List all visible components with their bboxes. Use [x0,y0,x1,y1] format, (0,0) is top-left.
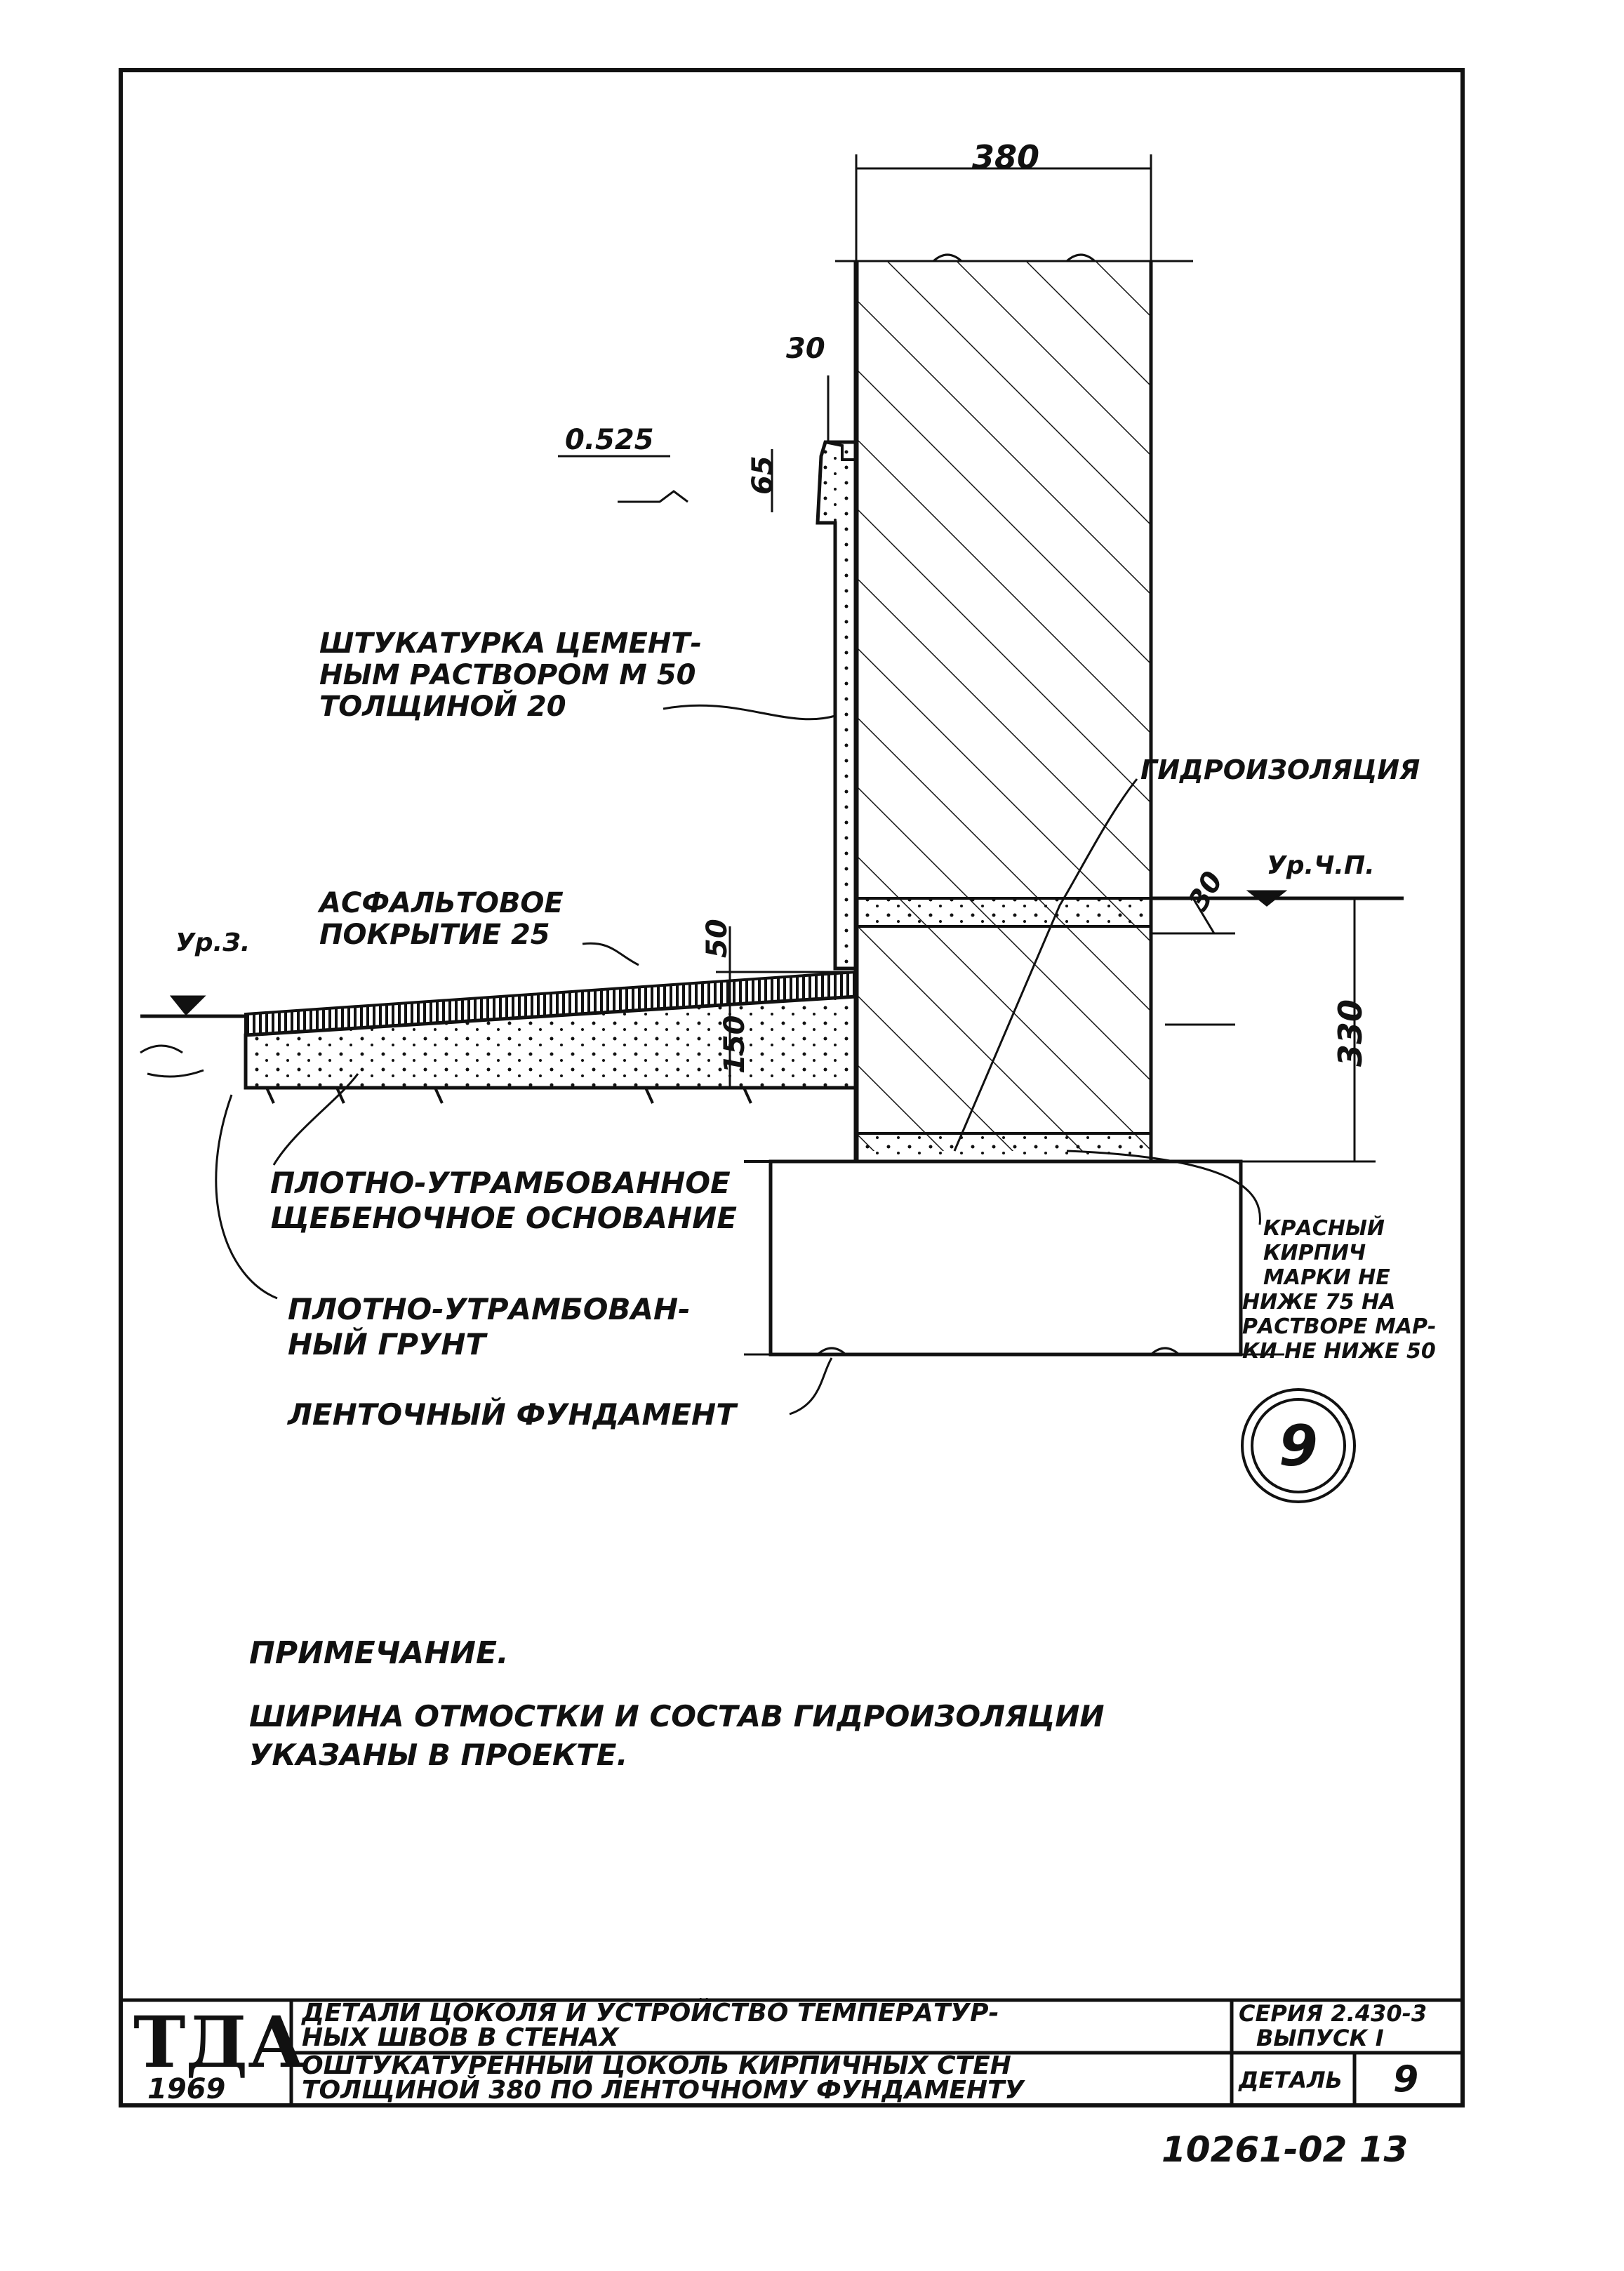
svg-text:КИ НЕ НИЖЕ 50: КИ НЕ НИЖЕ 50 [1242,1339,1436,1364]
title-line-1: ДЕТАЛИ ЦОКОЛЯ И УСТРОЙСТВО ТЕМПЕРАТУР- [301,1998,999,2027]
svg-text:МАРКИ НЕ: МАРКИ НЕ [1263,1265,1390,1290]
detail-value: 9 [1393,2058,1418,2100]
sheet-code: 10261-02 13 [1162,2129,1408,2170]
label-gravel: ПЛОТНО-УТРАМБОВАННОЕ ЩЕБЕНОЧНОЕ ОСНОВАНИ… [270,1166,737,1235]
dim-plinth-height: 330 [1331,999,1369,1067]
gravel-base [244,994,858,1090]
svg-text:9: 9 [1279,1413,1318,1479]
paving [140,970,858,1104]
title-line-2: НЫХ ШВОВ В СТЕНАХ [302,2023,620,2052]
subtitle-line-1: ОШТУКАТУРЕННЫЙ ЦОКОЛЬ КИРПИЧНЫХ СТЕН [302,2051,1011,2080]
svg-text:ПЛОТНО-УТРАМБОВАН-: ПЛОТНО-УТРАМБОВАН- [288,1292,691,1326]
detail-marker: 9 [1241,1388,1356,1503]
label-brick: КРАСНЫЙ КИРПИЧ МАРКИ НЕ НИЖЕ 75 НА РАСТВ… [1242,1216,1437,1364]
label-asphalt: АСФАЛЬТОВОЕ ПОКРЫТИЕ 25 [317,887,564,951]
strip-foundation [744,1159,1284,1357]
svg-text:НЫМ РАСТВОРОМ М 50: НЫМ РАСТВОРОМ М 50 [319,659,696,691]
dimensions [169,154,1376,1163]
subtitle-line-2: ТОЛЩИНОЙ 380 ПО ЛЕНТОЧНОМУ ФУНДАМЕНТУ [302,2075,1026,2105]
dim-offset-top: 30 [786,333,825,365]
svg-text:ЩЕБЕНОЧНОЕ ОСНОВАНИЕ: ЩЕБЕНОЧНОЕ ОСНОВАНИЕ [270,1201,737,1235]
level-floor: Ур.Ч.П. [1267,851,1375,880]
svg-text:АСФАЛЬТОВОЕ: АСФАЛЬТОВОЕ [317,887,564,919]
svg-text:КИРПИЧ: КИРПИЧ [1263,1241,1366,1265]
svg-text:РАСТВОРЕ МАР-: РАСТВОРЕ МАР- [1242,1314,1437,1339]
detail-label: ДЕТАЛЬ [1238,2067,1343,2093]
svg-text:НИЖЕ 75 НА: НИЖЕ 75 НА [1242,1290,1395,1314]
note-title: ПРИМЕЧАНИЕ. [249,1635,509,1671]
dim-base: 150 [719,1015,751,1074]
year: 1969 [147,2073,225,2105]
dim-wall-width: 380 [972,138,1039,176]
svg-text:ПЛОТНО-УТРАМБОВАННОЕ: ПЛОТНО-УТРАМБОВАННОЕ [270,1166,731,1200]
dim-asphalt: 50 [701,919,733,958]
mortar-layer [855,1132,1152,1163]
title-block: ТДА 1969 ДЕТАЛИ ЦОКОЛЯ И УСТРОЙСТВО ТЕМП… [119,1998,1465,2107]
svg-text:ТОЛЩИНОЙ 20: ТОЛЩИНОЙ 20 [319,689,566,723]
note-line-2: УКАЗАНЫ В ПРОЕКТЕ. [249,1738,627,1772]
waterproofing-layer [855,897,1152,928]
logo: ТДА [133,2001,305,2084]
dim-dpc: 30 [1182,866,1230,916]
leader-lines [215,704,1261,1416]
note-line-1: ШИРИНА ОТМОСТКИ И СОСТАВ ГИДРОИЗОЛЯЦИИ [249,1699,1105,1733]
plaster-layer [816,440,856,971]
label-waterproofing: ГИДРОИЗОЛЯЦИЯ [1140,754,1420,785]
svg-text:ШТУКАТУРКА ЦЕМЕНТ-: ШТУКАТУРКА ЦЕМЕНТ- [319,627,702,660]
series-line-2: ВЫПУСК I [1256,2025,1384,2051]
series-line-1: СЕРИЯ 2.430-3 [1239,2000,1427,2027]
note: ПРИМЕЧАНИЕ. ШИРИНА ОТМОСТКИ И СОСТАВ ГИД… [249,1635,1105,1772]
label-plaster: ШТУКАТУРКА ЦЕМЕНТ- НЫМ РАСТВОРОМ М 50 ТО… [319,627,702,723]
svg-text:ПОКРЫТИЕ 25: ПОКРЫТИЕ 25 [319,919,550,951]
level-ground: Ур.З. [175,928,250,957]
svg-text:КРАСНЫЙ: КРАСНЫЙ [1263,1216,1385,1241]
brick-wall [835,253,1193,1163]
dim-plinth-step: 65 [747,455,779,495]
level-plinth-mark: 0.525 [565,424,654,456]
label-soil: ПЛОТНО-УТРАМБОВАН- НЫЙ ГРУНТ [288,1292,691,1361]
label-strip-foundation: ЛЕНТОЧНЫЙ ФУНДАМЕНТ [286,1397,738,1432]
svg-text:НЫЙ ГРУНТ: НЫЙ ГРУНТ [288,1326,488,1361]
